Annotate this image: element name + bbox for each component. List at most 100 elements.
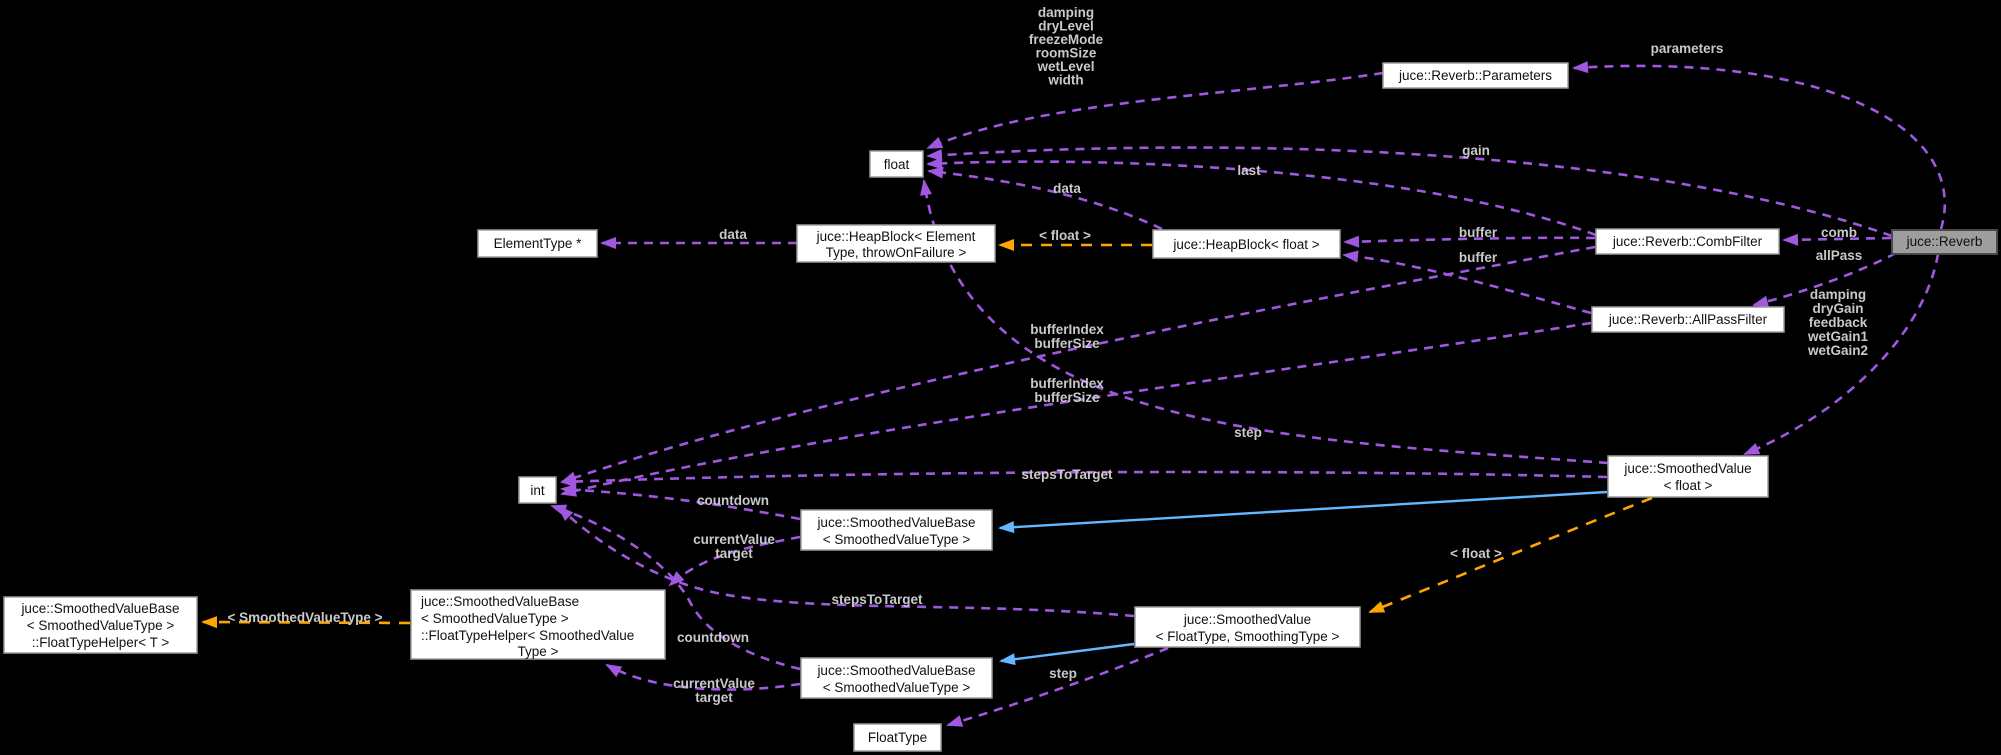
edge-smoothedvaluefloat-to-template-float	[1368, 496, 1653, 614]
svg-text:juce::SmoothedValue: juce::SmoothedValue	[1183, 612, 1311, 627]
edge-label-allpass: allPass	[1816, 248, 1863, 263]
svg-text:float: float	[884, 157, 910, 172]
node-heapblock-element-box	[796, 224, 996, 263]
svg-text:Type >: Type >	[518, 644, 559, 659]
edge-combfilter-to-heapblockfloat-buffer	[1343, 235, 1596, 248]
edge-label-template-svt: < SmoothedValueType >	[227, 610, 382, 625]
svg-text:< SmoothedValueType >: < SmoothedValueType >	[823, 532, 971, 547]
node-smoothedvaluebase-lower-box	[800, 657, 993, 699]
node-smoothedvalue-float[interactable]: juce::SmoothedValue < float >	[1607, 455, 1769, 498]
edge-smoothedvaluetemplate-to-int-stepstotarget	[557, 505, 1135, 618]
svg-text:::FloatTypeHelper< T >: ::FloatTypeHelper< T >	[32, 635, 170, 650]
svg-text:wetGain1: wetGain1	[1807, 329, 1869, 344]
node-reverb[interactable]: juce::Reverb	[1891, 229, 1998, 255]
svg-text:juce::SmoothedValueBase: juce::SmoothedValueBase	[816, 663, 975, 678]
edge-label-countdown-upper: countdown	[697, 493, 769, 508]
edge-allpassfilter-to-int-bufferfields	[560, 321, 1592, 497]
edges	[201, 61, 1947, 727]
svg-text:bufferSize: bufferSize	[1034, 336, 1100, 351]
edge-svblower-to-int-countdown	[550, 504, 801, 671]
svg-text:< FloatType, SmoothingType >: < FloatType, SmoothingType >	[1156, 629, 1340, 644]
edge-label-stepstotarget-lower: stepsToTarget	[831, 592, 923, 607]
svg-text:juce::Reverb::AllPassFilter: juce::Reverb::AllPassFilter	[1608, 312, 1768, 327]
svg-text:< SmoothedValueType >: < SmoothedValueType >	[421, 611, 569, 626]
edge-label-data-element: data	[719, 227, 747, 242]
svg-text:juce::SmoothedValue: juce::SmoothedValue	[1623, 461, 1751, 476]
svg-text:width: width	[1047, 73, 1083, 88]
edge-label-currentvalue-upper: currentValue	[693, 532, 775, 547]
node-reverb-box	[1891, 229, 1998, 255]
node-reverb-parameters[interactable]: juce::Reverb::Parameters	[1382, 62, 1569, 89]
edge-combfilter-to-float-last	[926, 157, 1597, 237]
node-float[interactable]: float	[869, 150, 924, 178]
svg-text:juce::Reverb::CombFilter: juce::Reverb::CombFilter	[1612, 234, 1763, 249]
node-floattypehelper-t[interactable]: juce::SmoothedValueBase < SmoothedValueT…	[3, 596, 198, 654]
edge-smoothedvaluefloat-to-int-stepstotarget	[560, 470, 1608, 488]
svg-text:juce::Reverb::Parameters: juce::Reverb::Parameters	[1398, 68, 1552, 83]
svg-text:::FloatTypeHelper< SmoothedVal: ::FloatTypeHelper< SmoothedValue	[421, 628, 634, 643]
node-floattypehelper-t-box	[3, 596, 198, 654]
svg-text:< SmoothedValueType >: < SmoothedValueType >	[823, 680, 971, 695]
edge-reverb-to-parameters	[1572, 61, 1947, 230]
svg-text:juce::HeapBlock< float >: juce::HeapBlock< float >	[1172, 237, 1319, 252]
svg-text:juce::HeapBlock< Element: juce::HeapBlock< Element	[816, 229, 976, 244]
node-reverb-parameters-box	[1382, 62, 1569, 89]
svg-text:ElementType *: ElementType *	[494, 236, 583, 251]
node-smoothedvaluebase-upper[interactable]: juce::SmoothedValueBase < SmoothedValueT…	[800, 509, 993, 551]
edge-allpassfilter-to-heapblockfloat-buffer	[1342, 250, 1592, 315]
svg-text:wetGain2: wetGain2	[1807, 343, 1868, 358]
nodes: float ElementType * juce::HeapBlock< Ele…	[3, 62, 1998, 752]
node-smoothedvaluebase-upper-box	[800, 509, 993, 551]
node-floattype-box	[853, 723, 942, 752]
edge-label-data-float: data	[1053, 181, 1081, 196]
node-reverb-allpassfilter-box	[1591, 306, 1785, 333]
node-floattype[interactable]: FloatType	[853, 723, 942, 752]
node-int-box	[518, 476, 557, 504]
node-int[interactable]: int	[518, 476, 557, 504]
node-elementtype-ptr-box	[477, 229, 598, 258]
svg-text:target: target	[695, 690, 733, 705]
edge-label-currentvalue-lower: currentValue	[673, 676, 755, 691]
edge-label-buffer-comb: buffer	[1459, 225, 1498, 240]
edge-label-step-upper: step	[1234, 425, 1262, 440]
edge-svblower-to-floattypehelper-currentvalue	[605, 663, 801, 691]
edge-svbupper-to-int-countdown	[560, 483, 801, 521]
edge-label-bufferfields-allpass: bufferIndex	[1030, 376, 1104, 391]
edge-label-gain: gain	[1462, 143, 1490, 158]
edge-floattypehelpersvt-to-floattypehelpert-template	[201, 616, 411, 629]
svg-text:feedback: feedback	[1809, 315, 1868, 330]
edge-label-parameters: parameters	[1651, 41, 1724, 56]
svg-text:dryGain: dryGain	[1812, 301, 1863, 316]
edge-label-comb: comb	[1821, 225, 1857, 240]
svg-text:juce::SmoothedValueBase: juce::SmoothedValueBase	[816, 515, 975, 530]
svg-text:< float >: < float >	[1664, 478, 1713, 493]
edge-labels: damping dryLevel freezeMode roomSize wet…	[227, 5, 1868, 705]
svg-text:target: target	[715, 546, 753, 561]
edge-label-stepstotarget-upper: stepsToTarget	[1021, 467, 1113, 482]
edge-label-params-to-float: damping	[1038, 5, 1094, 20]
svg-text:< SmoothedValueType >: < SmoothedValueType >	[27, 618, 175, 633]
svg-text:bufferSize: bufferSize	[1034, 390, 1100, 405]
node-reverb-combfilter-box	[1595, 228, 1780, 255]
edge-label-last: last	[1237, 163, 1261, 178]
svg-text:juce::SmoothedValueBase: juce::SmoothedValueBase	[420, 594, 579, 609]
node-reverb-allpassfilter[interactable]: juce::Reverb::AllPassFilter	[1591, 306, 1785, 333]
svg-text:dryLevel: dryLevel	[1038, 19, 1094, 34]
node-heapblock-float[interactable]: juce::HeapBlock< float >	[1152, 229, 1341, 259]
node-smoothedvalue-template[interactable]: juce::SmoothedValue < FloatType, Smoothi…	[1134, 606, 1361, 648]
edge-parameters-to-float	[926, 71, 1384, 150]
node-smoothedvalue-template-box	[1134, 606, 1361, 648]
node-smoothedvaluebase-lower[interactable]: juce::SmoothedValueBase < SmoothedValueT…	[800, 657, 993, 699]
edge-label-reverb-smoothed: damping	[1810, 287, 1866, 302]
svg-text:FloatType: FloatType	[868, 730, 927, 745]
edge-inherit-smoothedvaluetemplate-to-svblower	[999, 642, 1135, 666]
edge-smoothedvaluefloat-to-float-step	[920, 179, 1609, 465]
node-floattypehelper-svt[interactable]: juce::SmoothedValueBase < SmoothedValueT…	[410, 589, 666, 660]
edge-label-template-float-heap: < float >	[1039, 228, 1091, 243]
node-reverb-combfilter[interactable]: juce::Reverb::CombFilter	[1595, 228, 1780, 255]
node-elementtype-ptr[interactable]: ElementType *	[477, 229, 598, 258]
node-heapblock-element[interactable]: juce::HeapBlock< Element Type, throwOnFa…	[796, 224, 996, 263]
edge-reverb-to-smoothedvaluefloat	[1743, 253, 1940, 456]
